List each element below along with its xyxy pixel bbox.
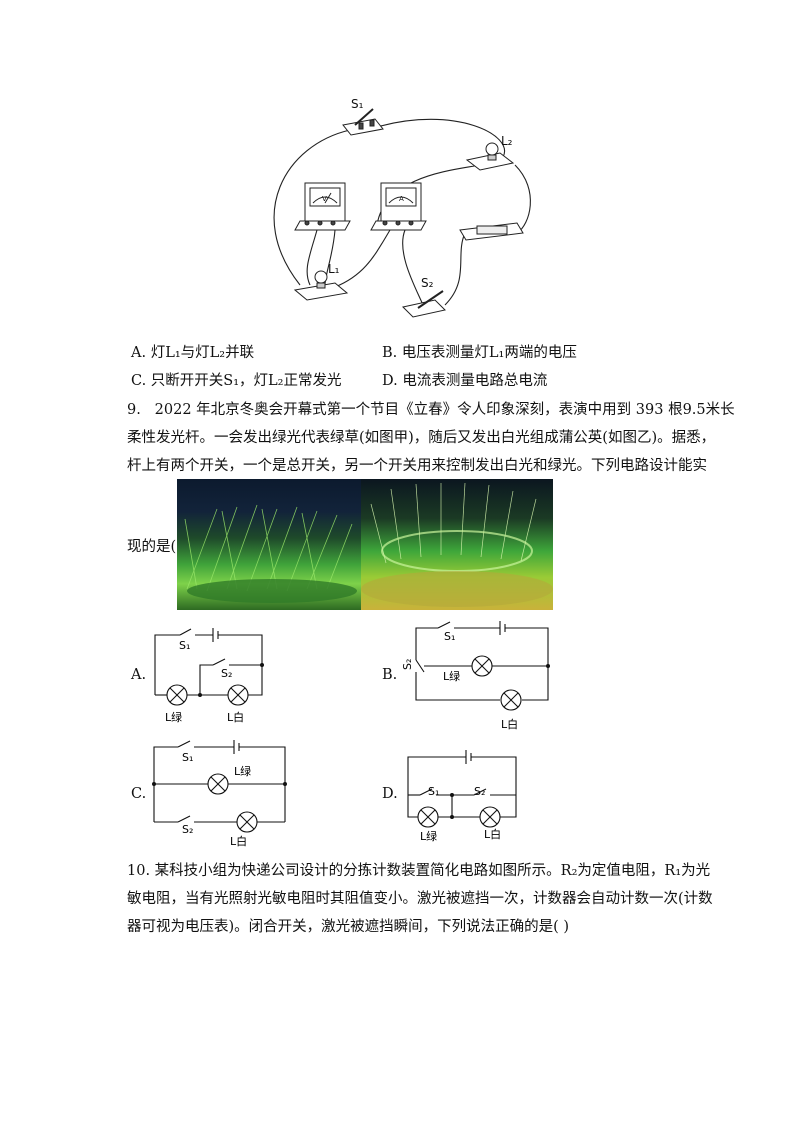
lamp-l2 — [465, 142, 515, 171]
lamp-green — [417, 806, 439, 828]
lamp-white — [236, 811, 258, 833]
q9-number: 9. — [127, 402, 141, 418]
voltmeter — [294, 182, 351, 231]
circuit-b: S₁ S₂ L绿 L白 — [401, 621, 550, 731]
circuit-a-s1-label: S₁ — [179, 639, 190, 652]
q8-option-b: B. 电压表测量灯L₁两端的电压 — [382, 345, 577, 361]
circuit-c-s2-label: S₂ — [182, 823, 193, 836]
label-l2: L₂ — [501, 134, 513, 148]
q10-line1: 10. 某科技小组为快递公司设计的分拣计数装置简化电路如图所示。R₂为定值电阻，… — [127, 863, 711, 879]
circuit-c-letter: C. — [131, 786, 147, 802]
circuit-b-lw-label: L白 — [501, 717, 518, 731]
circuit-c-lw-label: L白 — [230, 834, 247, 848]
circuit-d-lg-label: L绿 — [420, 829, 437, 843]
photo-green-grass — [177, 479, 361, 610]
label-v: V — [322, 195, 327, 203]
label-l1: L₁ — [328, 262, 340, 276]
circuit-d: S₁ S₂ L绿 L白 — [407, 750, 517, 843]
lamp-white — [500, 689, 522, 711]
switch-s2 — [401, 290, 447, 318]
q8-option-a: A. 灯L₁与灯L₂并联 — [131, 345, 255, 361]
label-s2: S₂ — [421, 276, 434, 290]
q8-option-d: D. 电流表测量电路总电流 — [382, 373, 548, 389]
lamp-green — [166, 684, 188, 706]
battery — [459, 222, 524, 241]
q8-apparatus-figure: S₁ L₂ V A L₁ — [273, 97, 531, 318]
q9-stem: 9. 2022 年北京冬奥会开幕式第一个节目《立春》令人印象深刻，表演中用到 3… — [127, 396, 735, 480]
ammeter — [370, 182, 427, 231]
photo-white-dandelion — [361, 479, 553, 610]
label-s1: S₁ — [351, 97, 364, 111]
lamp-white — [479, 806, 501, 828]
circuit-d-lw-label: L白 — [484, 827, 501, 841]
circuit-b-lg-label: L绿 — [443, 669, 460, 683]
circuit-a-letter: A. — [131, 667, 147, 683]
circuit-b-letter: B. — [382, 667, 398, 683]
switch-s1 — [342, 108, 384, 136]
circuit-c-lg-label: L绿 — [234, 764, 251, 778]
q9-stem-line1: 2022 年北京冬奥会开幕式第一个节目《立春》令人印象深刻，表演中用到 393 … — [154, 402, 735, 418]
lamp-green — [207, 773, 229, 795]
lamp-white — [227, 684, 249, 706]
q10-line2: 敏电阻，当有光照射光敏电阻时其阻值变小。激光被遮挡一次，计数器会自动计数一次(计… — [127, 891, 713, 907]
q10-line3: 器可视为电压表)。闭合开关，激光被遮挡瞬间，下列说法正确的是( ) — [127, 919, 570, 935]
circuit-a-s2-label: S₂ — [221, 667, 232, 680]
circuit-b-s1-label: S₁ — [444, 630, 455, 643]
q9-stem-tail: 现的是( — [127, 539, 177, 555]
label-a: A — [399, 195, 404, 203]
lamp-green — [471, 655, 493, 677]
q9-stem-line2: 柔性发光杆。一会发出绿光代表绿草(如图甲)，随后又发出白光组成蒲公英(如图乙)。… — [127, 430, 716, 446]
circuit-d-s1-label: S₁ — [428, 785, 439, 798]
circuit-c-s1-label: S₁ — [182, 751, 193, 764]
lamp-l1 — [293, 270, 349, 301]
circuit-a-lw-label: L白 — [227, 710, 244, 724]
circuit-d-letter: D. — [382, 786, 398, 802]
q9-stem-line3: 杆上有两个开关，一个是总开关，另一个开关用来控制发出白光和绿光。下列电路设计能实 — [127, 458, 707, 474]
circuit-d-s2-label: S₂ — [474, 785, 485, 798]
circuit-a: S₁ S₂ L绿 L白 — [154, 628, 264, 724]
circuit-b-s2-label: S₂ — [401, 659, 414, 670]
circuit-a-lg-label: L绿 — [165, 710, 182, 724]
q8-option-c: C. 只断开开关S₁，灯L₂正常发光 — [131, 373, 342, 389]
q10-stem: 10. 某科技小组为快递公司设计的分拣计数装置简化电路如图所示。R₂为定值电阻，… — [127, 857, 713, 941]
circuit-c: S₁ S₂ L绿 L白 — [152, 740, 287, 848]
